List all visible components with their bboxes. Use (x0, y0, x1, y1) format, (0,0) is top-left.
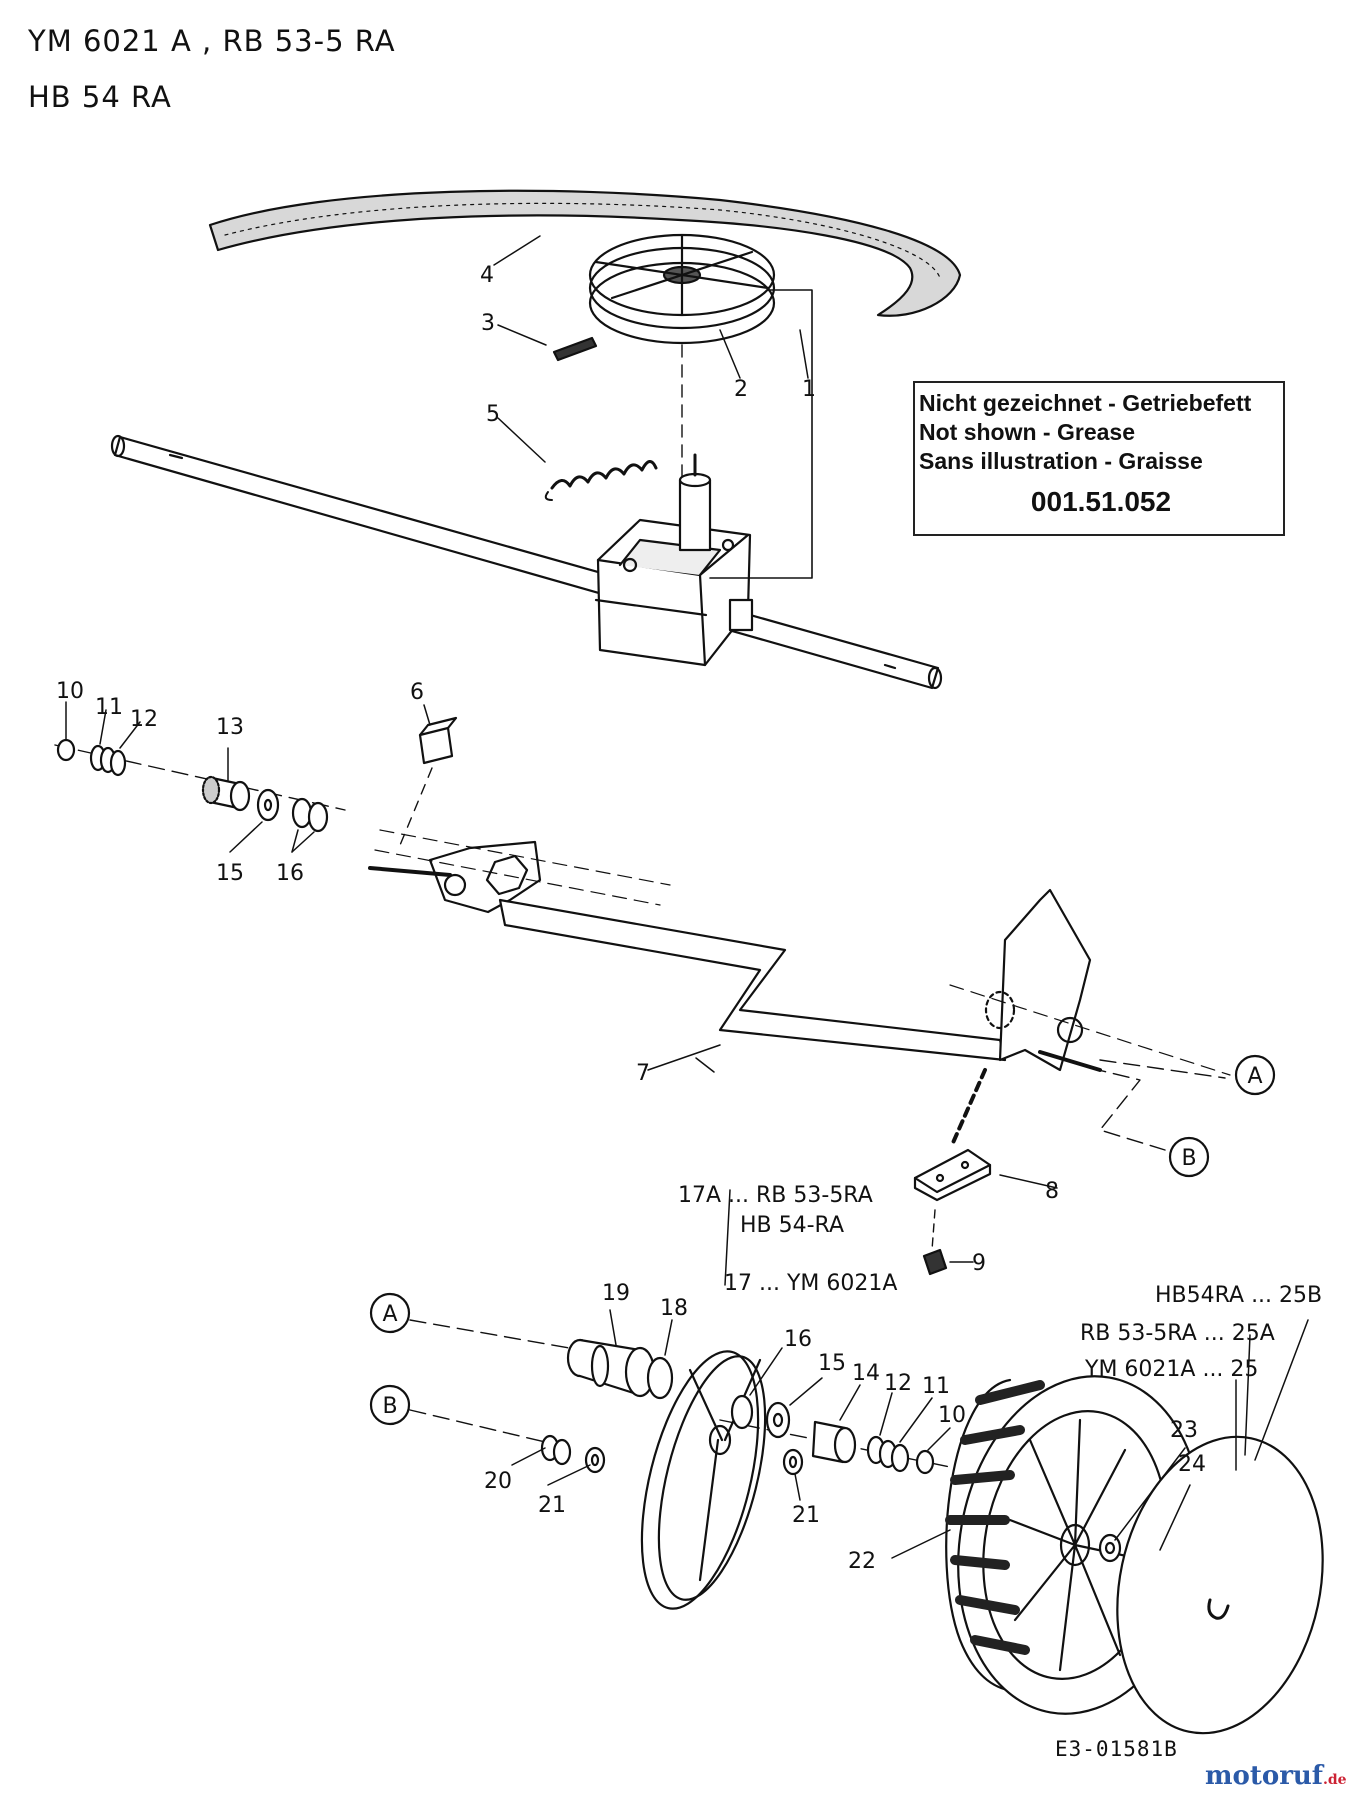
callout-12-left: 12 (130, 707, 158, 732)
callout-11-right: 11 (922, 1374, 950, 1399)
callout-15-right: 15 (818, 1351, 846, 1376)
callout-21-left: 21 (538, 1493, 566, 1518)
callout-2: 2 (734, 377, 748, 402)
callout-5: 5 (486, 402, 500, 427)
screw (922, 1248, 948, 1276)
callout-20: 20 (484, 1469, 512, 1494)
ref-label-b-right: B (1181, 1146, 1196, 1171)
callout-12-right: 12 (884, 1371, 912, 1396)
bushing-18 (646, 1356, 674, 1400)
left-washers-11-12 (89, 744, 127, 777)
callout-25a: RB 53-5RA ... 25A (1080, 1321, 1275, 1346)
left-pinion-13 (201, 775, 251, 812)
gearbox (594, 453, 754, 667)
washer-15-right (765, 1401, 791, 1439)
ref-circle-a-left (369, 1292, 411, 1334)
drawing-code: E3-01581B (1055, 1737, 1178, 1761)
model-list-line-1: YM 6021 A , RB 53-5 RA (28, 24, 396, 58)
clip-10-right (915, 1449, 935, 1475)
left-washers-15-16 (256, 788, 329, 833)
v-belt (208, 189, 962, 317)
hub-cap-25 (1116, 1435, 1324, 1735)
callout-4: 4 (480, 263, 494, 288)
washer-23 (1098, 1533, 1122, 1563)
callout-16-left: 16 (276, 861, 304, 886)
callout-22: 22 (848, 1549, 876, 1574)
note-english: Not shown - Grease (919, 419, 1135, 445)
pinion-14 (811, 1420, 857, 1464)
ref-label-a-right: A (1247, 1064, 1262, 1089)
washers-12-11-right (866, 1435, 910, 1473)
callout-18: 18 (660, 1296, 688, 1321)
callout-17: 17 ... YM 6021A (724, 1271, 897, 1296)
washer-21-right (782, 1448, 804, 1476)
callout-10-left: 10 (56, 679, 84, 704)
note-german: Nicht gezeichnet - Getriebefett (919, 390, 1252, 416)
callout-16-right: 16 (784, 1327, 812, 1352)
callout-14: 14 (852, 1361, 880, 1386)
ref-label-a-left: A (382, 1302, 397, 1327)
washer-21-left (584, 1446, 606, 1474)
left-retaining-clip-10 (56, 738, 76, 762)
callout-6: 6 (410, 680, 424, 705)
callout-13: 13 (216, 715, 244, 740)
axle-shaft (110, 434, 943, 690)
note-french: Sans illustration - Graisse (919, 448, 1203, 474)
key (418, 716, 458, 765)
callout-10-right: 10 (938, 1403, 966, 1428)
callout-24: 24 (1178, 1452, 1206, 1477)
callout-8: 8 (1045, 1179, 1059, 1204)
watermark-text: motoruf (1205, 1761, 1323, 1791)
callout-7: 7 (636, 1061, 650, 1086)
drive-pin (552, 336, 598, 362)
callout-19: 19 (602, 1281, 630, 1306)
grease-part-number: 001.51.052 (1030, 486, 1172, 517)
callout-25: YM 6021A ... 25 (1084, 1357, 1258, 1382)
bearing-19 (566, 1338, 656, 1398)
grease-note-box: Nicht gezeichnet - Getriebefett Not show… (913, 381, 1285, 536)
ref-label-b-left: B (382, 1394, 397, 1419)
ref-circle-b-left (369, 1384, 411, 1426)
adjustment-axle (368, 829, 1231, 1076)
clips-20 (540, 1434, 572, 1466)
washer-16-right (730, 1394, 754, 1430)
callout-9: 9 (972, 1251, 986, 1276)
callout-3: 3 (481, 311, 495, 336)
callout-17a: 17A ... RB 53-5RA (678, 1183, 873, 1208)
ref-circle-b-right (1168, 1136, 1210, 1178)
watermark-tld: .de (1323, 1772, 1347, 1788)
watermark-logo: motoruf.de (1205, 1761, 1347, 1791)
callout-25b: HB54RA ... 25B (1155, 1283, 1322, 1308)
spring (544, 460, 658, 501)
callout-23: 23 (1170, 1418, 1198, 1443)
callout-17a-2: HB 54-RA (740, 1213, 844, 1238)
callout-11-left: 11 (95, 695, 123, 720)
ref-circle-a-right (1234, 1054, 1276, 1096)
callout-15-left: 15 (216, 861, 244, 886)
belt-pulley (588, 233, 776, 345)
callout-1: 1 (802, 377, 816, 402)
callout-21-right: 21 (792, 1503, 820, 1528)
mounting-plate (913, 1148, 992, 1202)
drive-gear-17 (640, 1350, 767, 1610)
model-list-line-2: HB 54 RA (28, 80, 172, 114)
